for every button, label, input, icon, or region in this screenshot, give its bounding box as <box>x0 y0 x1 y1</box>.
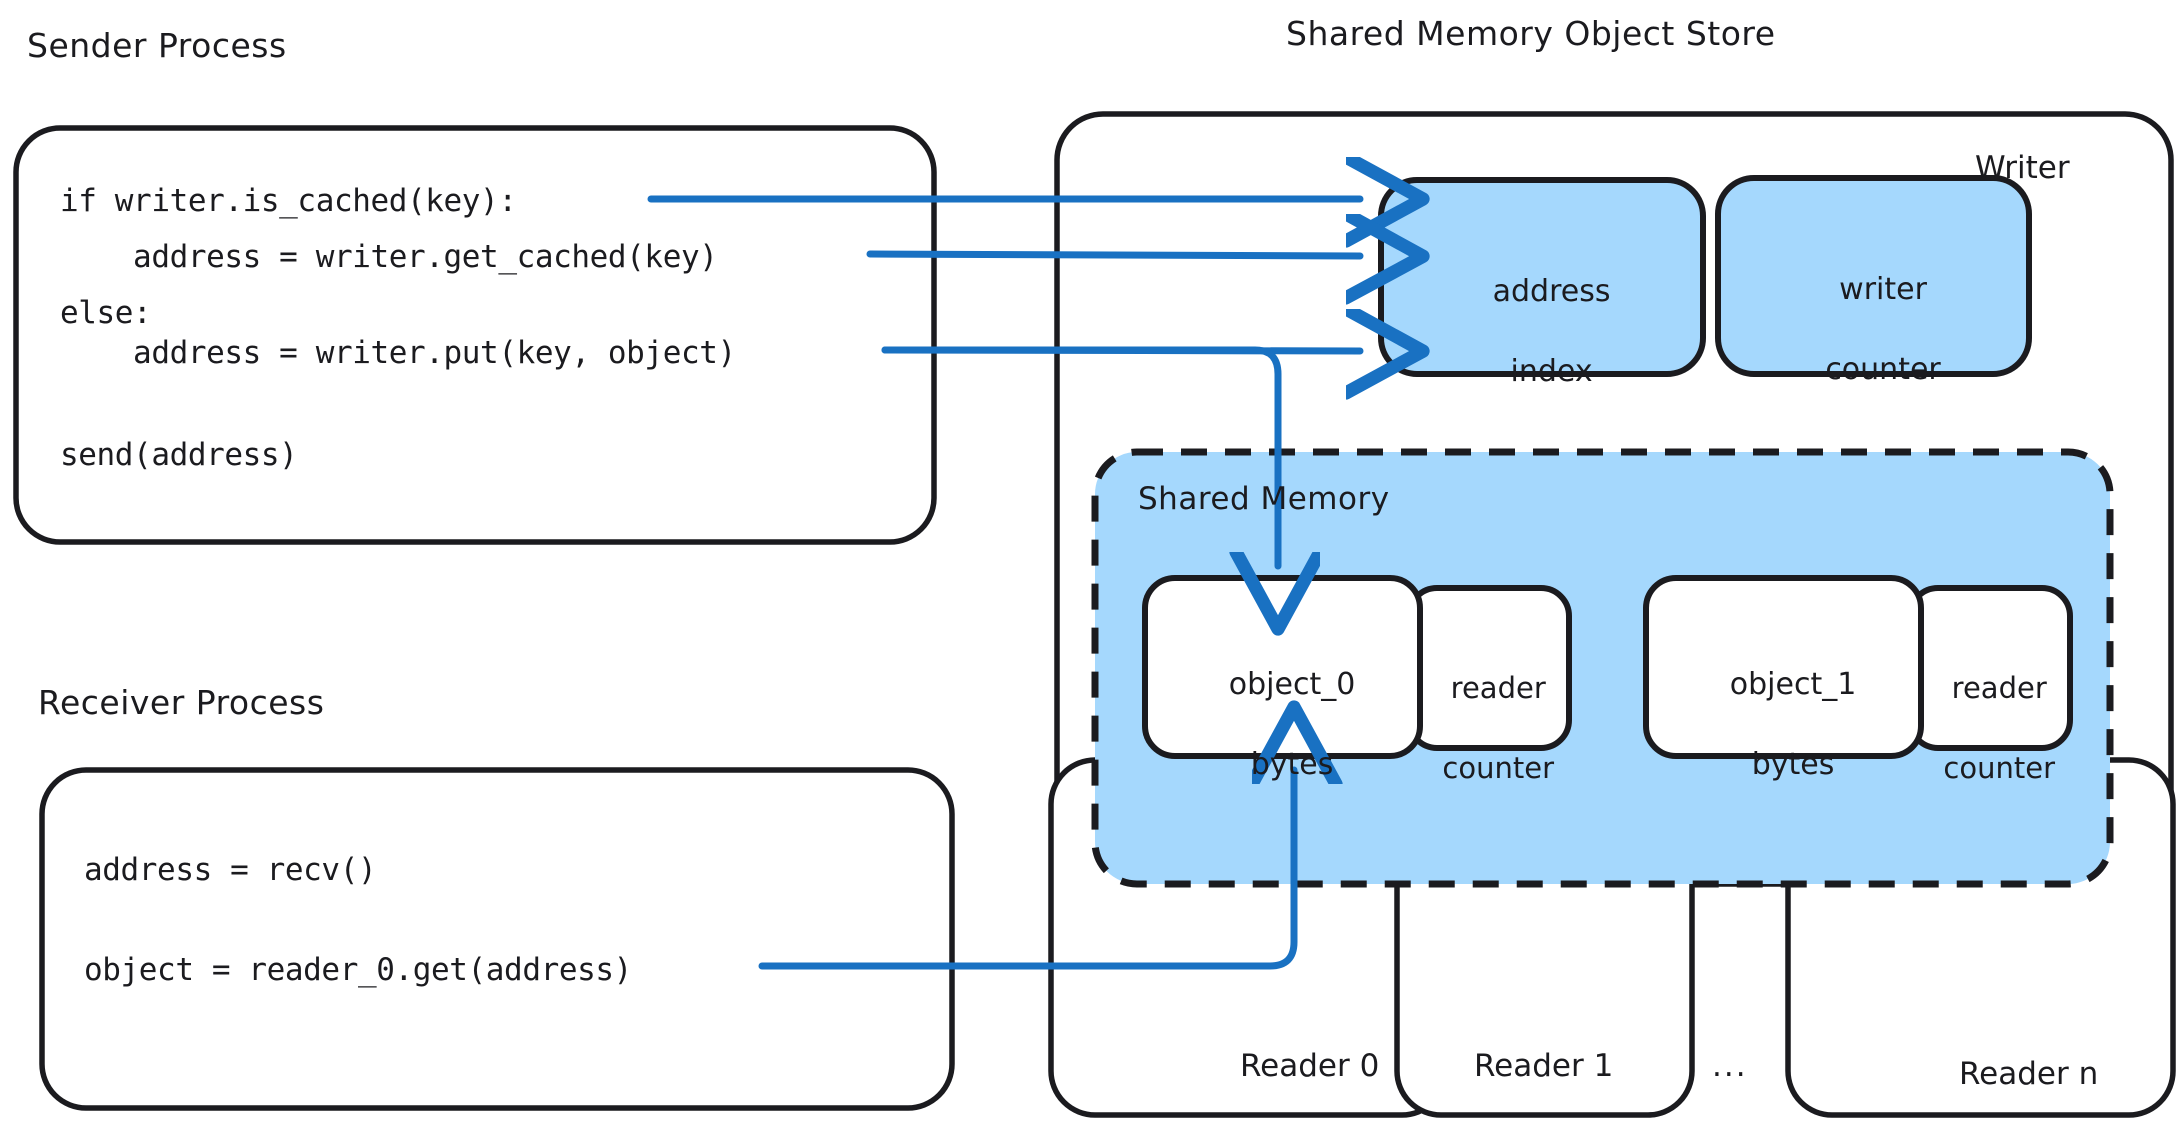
receiver-code-line-2: object = reader_0.get(address) <box>84 952 632 988</box>
shared-memory-label: Shared Memory <box>1138 481 1390 517</box>
shared-memory-region <box>1091 448 2114 888</box>
store-title: Shared Memory Object Store <box>1286 14 1776 53</box>
arrow-get-cached-to-address-index <box>866 254 1360 256</box>
reader-counter-0-label: reader counter <box>1400 628 1578 788</box>
reader-counter-0-label-line2: counter <box>1442 751 1555 785</box>
reader-counter-0-label-line1: reader <box>1450 671 1546 705</box>
shared-memory-object-slots <box>1142 575 2073 759</box>
sender-code-line-5: send(address) <box>60 437 298 473</box>
writer-counter-label: writer counter <box>1718 230 2029 390</box>
sender-code-line-2: else: <box>60 295 152 331</box>
sender-code-line-0: if writer.is_cached(key): <box>60 183 517 219</box>
reader-1-label: Reader 1 <box>1474 1048 1614 1084</box>
receiver-process-box <box>39 767 955 1111</box>
reader-counter-1-label: reader counter <box>1901 628 2079 788</box>
object-0-bytes-label: object_0 bytes <box>1145 625 1420 785</box>
object-0-bytes-label-line1: object_0 <box>1228 667 1356 702</box>
object-1-bytes-box <box>1643 575 1924 759</box>
reader-0-label: Reader 0 <box>1240 1048 1380 1084</box>
writer-counter-label-line2: counter <box>1825 352 1941 387</box>
object-0-bytes-label-line2: bytes <box>1250 747 1334 782</box>
writer-counter-label-line1: writer <box>1839 272 1927 307</box>
reader-n-label: Reader n <box>1959 1056 2099 1092</box>
address-index-label: address index <box>1381 232 1703 392</box>
reader-counter-1-label-line1: reader <box>1951 671 2047 705</box>
object-1-bytes-label-line1: object_1 <box>1729 667 1857 702</box>
sender-process-title: Sender Process <box>27 26 287 65</box>
receiver-process-title: Receiver Process <box>38 683 325 722</box>
object-1-bytes-label-line2: bytes <box>1751 747 1835 782</box>
writer-corner-label: Writer <box>1975 150 2070 186</box>
arrow-reader-get-to-object-0 <box>758 770 1294 970</box>
writer-counter-box <box>1715 175 2032 377</box>
reader-counter-1-label-line2: counter <box>1943 751 2056 785</box>
object-1-bytes-label: object_1 bytes <box>1646 625 1921 785</box>
sender-process-box <box>13 125 937 545</box>
receiver-code-line-0: address = recv() <box>84 852 377 888</box>
sender-code-line-3: address = writer.put(key, object) <box>60 335 736 371</box>
readers-ellipsis: ... <box>1712 1048 1748 1084</box>
sender-code-line-1: address = writer.get_cached(key) <box>60 239 718 275</box>
address-index-label-line2: index <box>1510 354 1593 389</box>
arrow-put-to-shared-memory <box>881 346 1278 566</box>
address-index-label-line1: address <box>1492 274 1611 309</box>
